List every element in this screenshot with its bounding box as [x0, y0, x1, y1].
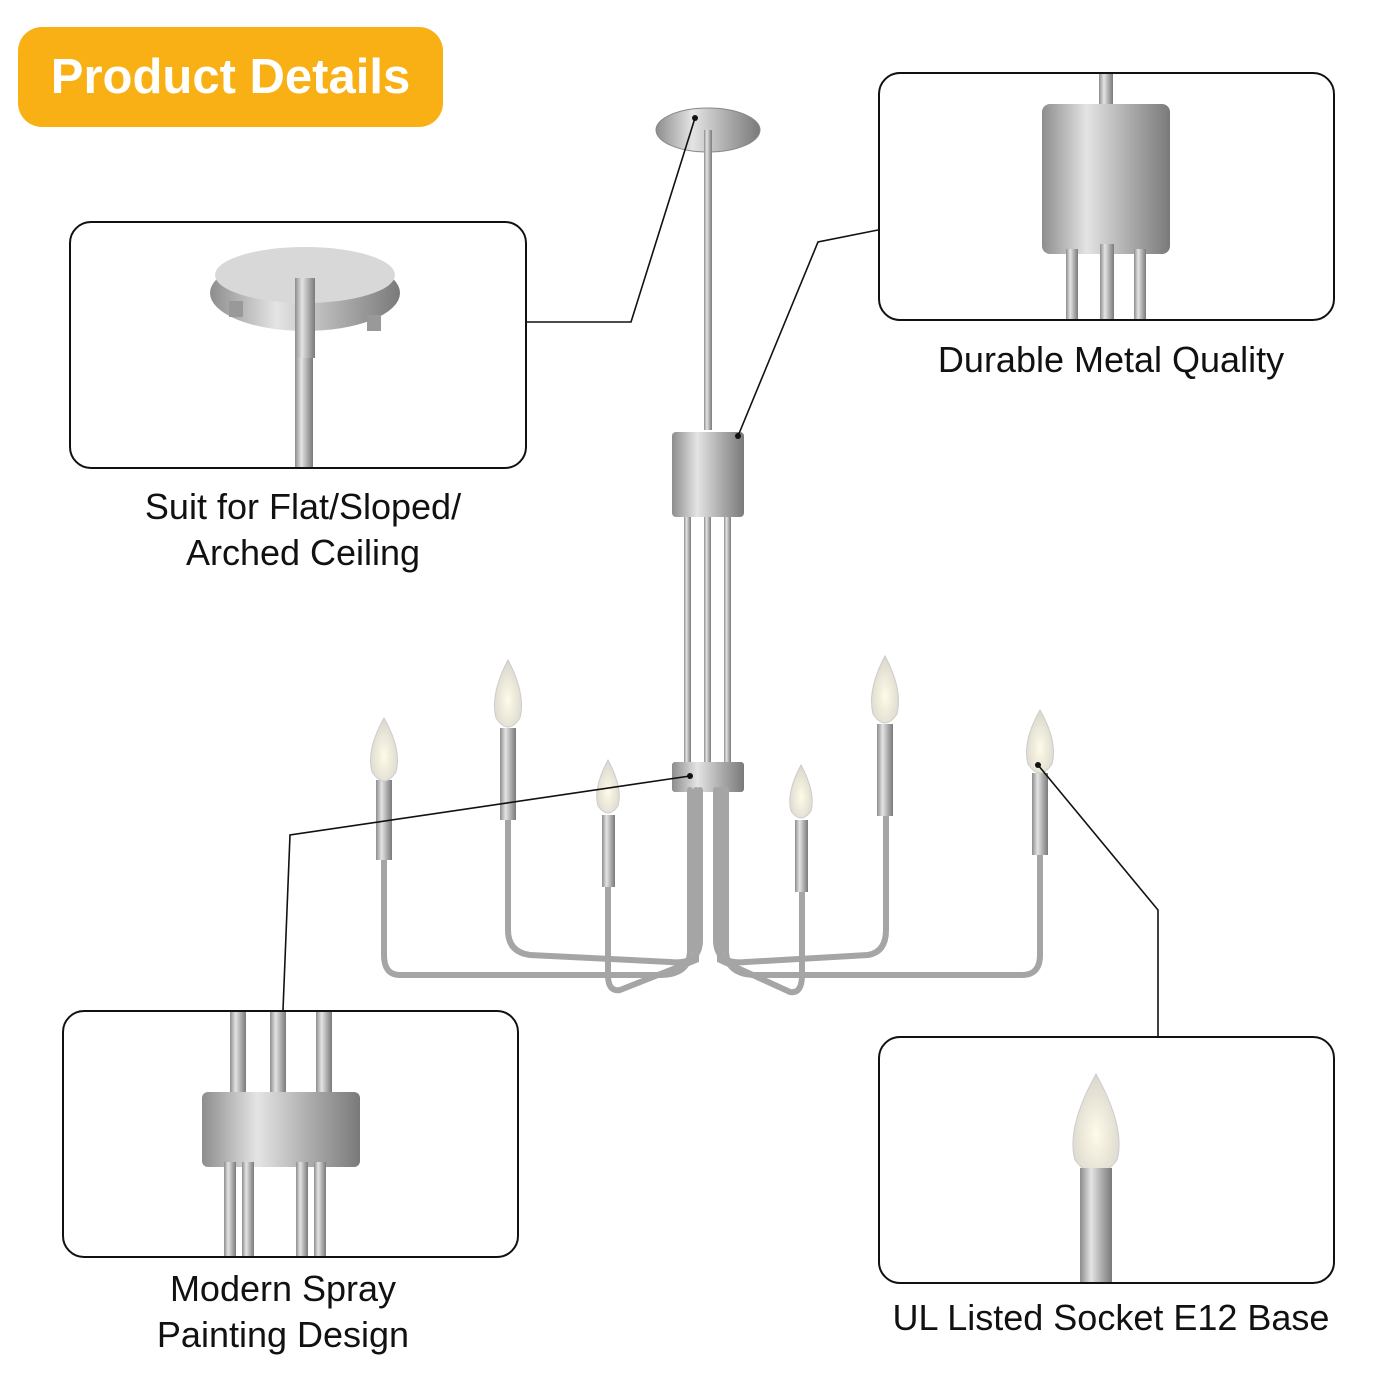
- caption-socket: UL Listed Socket E12 Base: [892, 1297, 1330, 1338]
- ceiling-canopy-closeup: [69, 221, 527, 469]
- spray-painting-closeup: [62, 1010, 519, 1258]
- caption-metal-quality: Durable Metal Quality: [937, 339, 1285, 380]
- leader-lines: [282, 117, 1159, 1036]
- metal-quality-closeup: [878, 72, 1335, 321]
- product-details-badge: Product Details: [18, 27, 443, 127]
- socket-closeup: [878, 1036, 1335, 1284]
- caption-ceiling: Suit for Flat/Sloped/Arched Ceiling: [144, 486, 462, 573]
